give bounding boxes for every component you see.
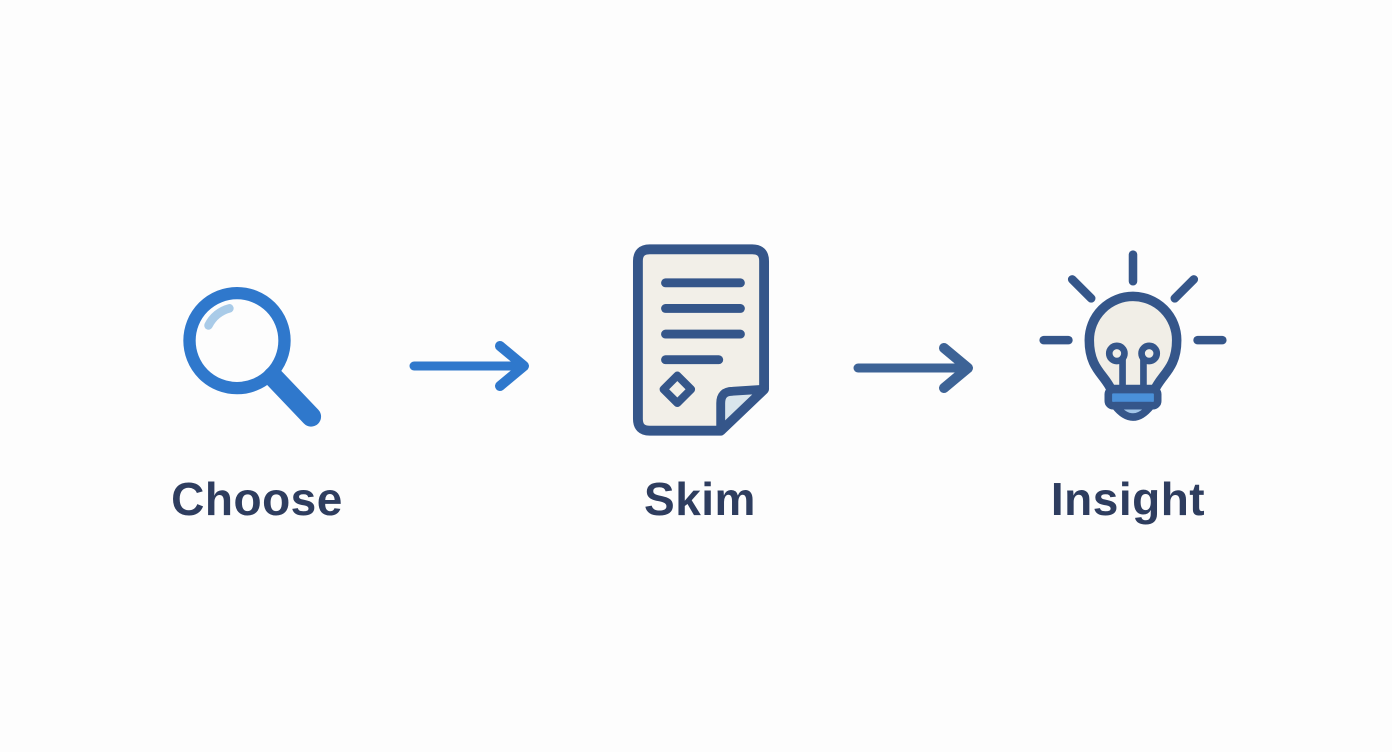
step-insight-label: Insight: [1050, 473, 1206, 525]
connector-arrow-1: [408, 338, 534, 394]
connector-arrow-2: [852, 340, 978, 396]
step-skim-label: Skim: [644, 473, 756, 525]
document-icon: [632, 244, 770, 436]
step-insight-icon-wrap: [1038, 247, 1228, 439]
arrow-right-icon: [409, 341, 529, 391]
magnifier-icon: [183, 286, 322, 427]
arrow-right-icon: [853, 343, 973, 393]
step-choose-icon-wrap: [180, 283, 332, 441]
lightbulb-icon: [1039, 250, 1227, 421]
step-skim-icon-wrap: [632, 243, 770, 437]
step-choose-label: Choose: [171, 473, 343, 525]
